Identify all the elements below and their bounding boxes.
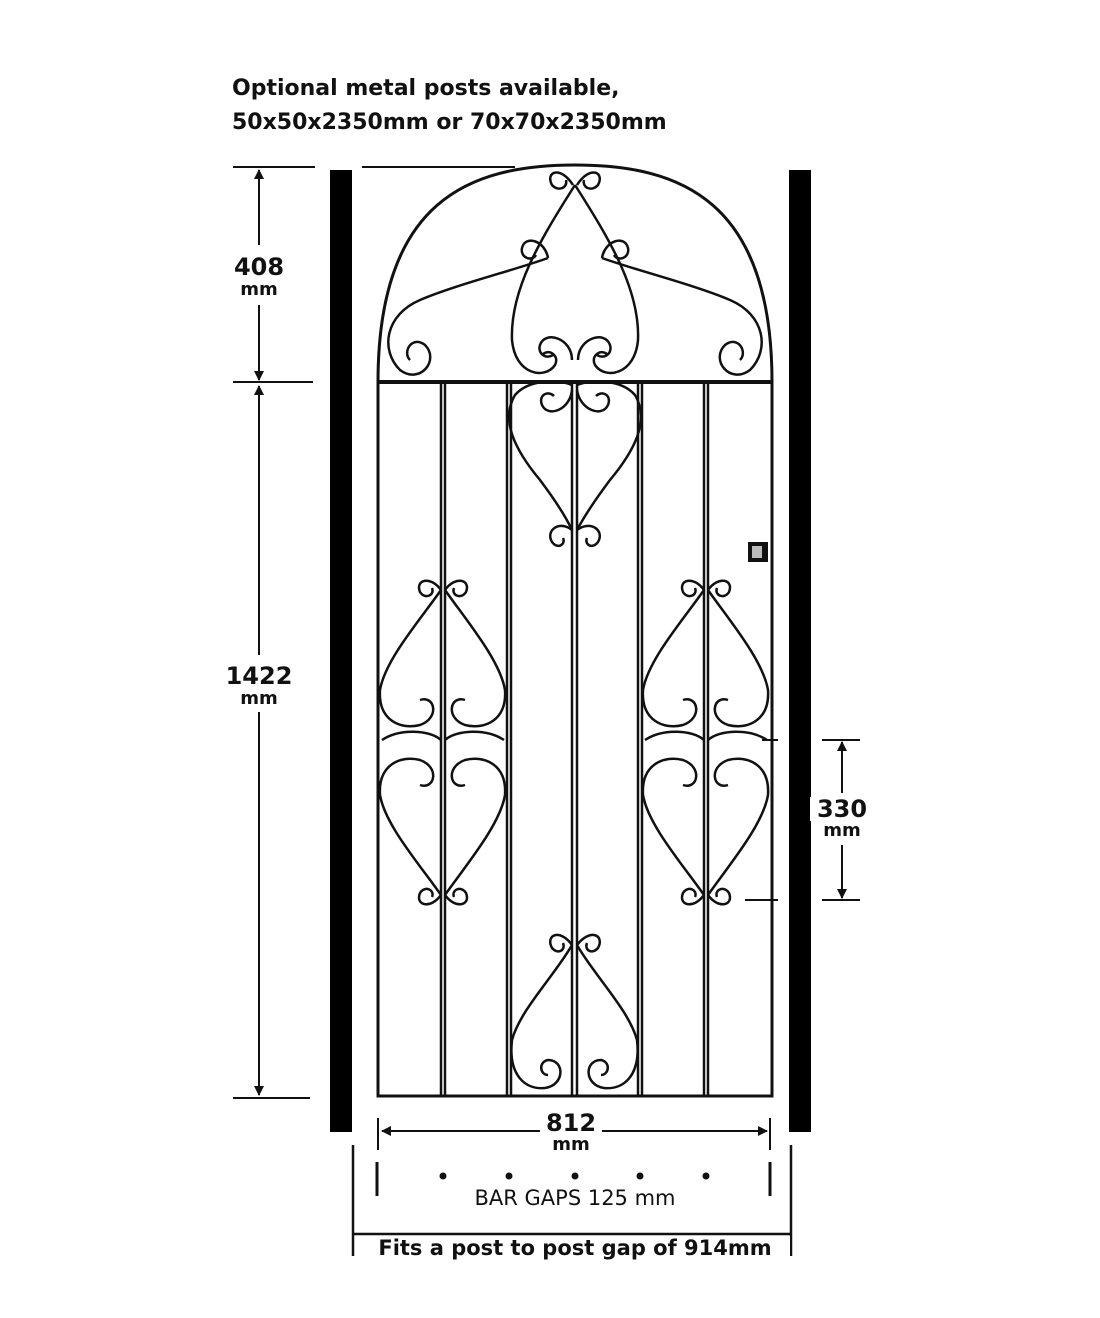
post-gap-label: Fits a post to post gap of 914mm [360, 1236, 790, 1260]
gate-width-value: 812 [540, 1111, 602, 1135]
arch-height-unit: mm [229, 281, 289, 299]
bar-gaps-marker [375, 1162, 772, 1196]
gate-height-value: 1422 [221, 664, 297, 688]
gate-width-dimension [377, 1118, 771, 1150]
left-post [330, 170, 352, 1132]
scroll-height-unit: mm [812, 822, 872, 840]
posts-note-line2: 50x50x2350mm or 70x70x2350mm [232, 110, 667, 135]
scroll-height-dimension [745, 739, 860, 901]
vertical-bars [439, 382, 710, 1096]
gate-height-dimension [233, 385, 310, 1099]
arch-scrollwork [387, 171, 763, 376]
gate-frame [376, 163, 774, 1098]
scroll-height-value: 330 [810, 797, 874, 821]
lower-center-scroll [510, 933, 639, 1090]
latch-icon [748, 542, 768, 562]
post-gap-bracket [351, 1145, 793, 1256]
upper-center-scroll [507, 380, 643, 548]
right-side-scroll [641, 579, 770, 906]
gate-height-unit: mm [229, 690, 289, 708]
right-post [789, 170, 811, 1132]
bar-gaps-label: BAR GAPS 125 mm [474, 1186, 676, 1210]
left-side-scroll [378, 579, 507, 906]
arch-height-dimension [233, 166, 515, 383]
posts-note-line1: Optional metal posts available, [232, 76, 620, 101]
gate-width-unit: mm [552, 1134, 590, 1155]
arch-height-value: 408 [226, 255, 292, 279]
